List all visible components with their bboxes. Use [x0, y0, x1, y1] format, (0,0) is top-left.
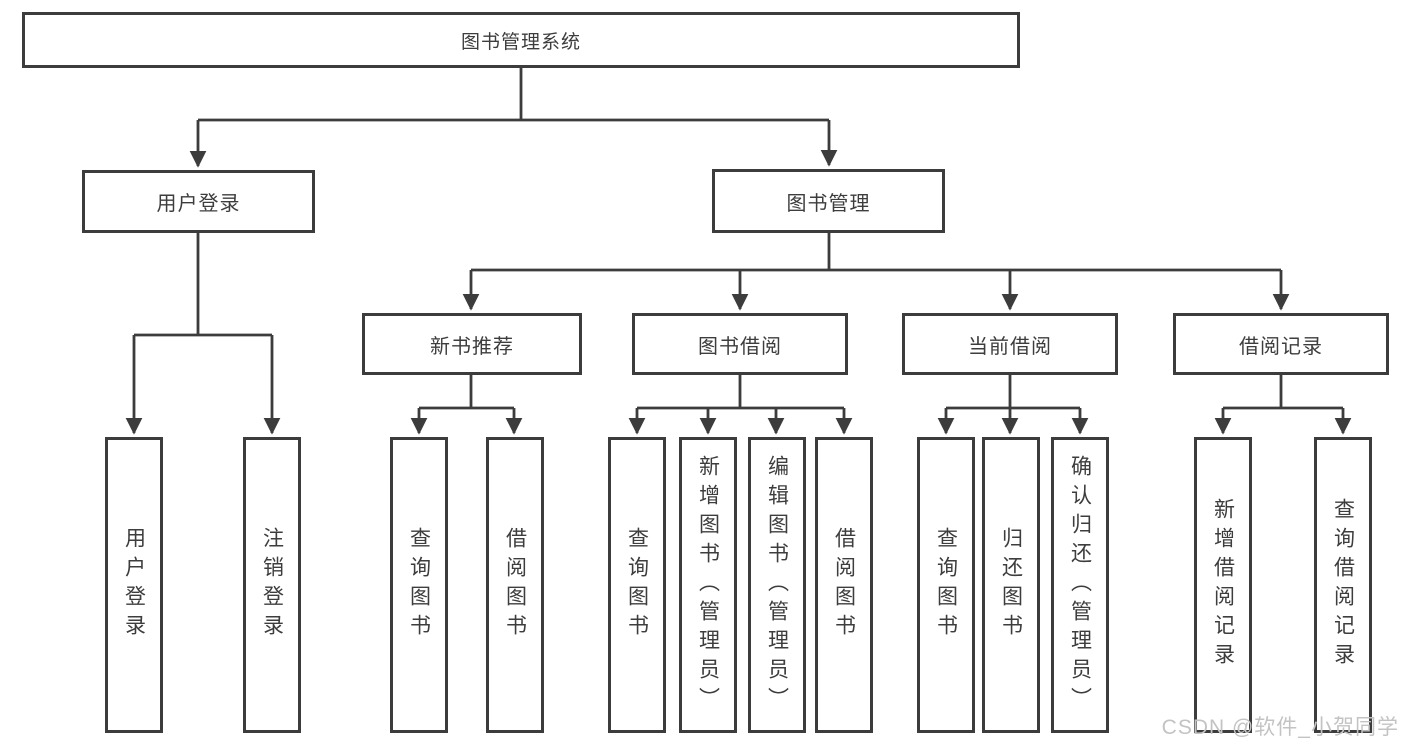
leaf-query-books-current: 查询图书 — [917, 437, 975, 733]
leaf-add-borrow-record: 新增借阅记录 — [1194, 437, 1252, 733]
leaf-logout-label: 注销登录 — [260, 527, 284, 643]
leaf-borrow-books-recommend-label: 借阅图书 — [503, 527, 527, 643]
leaf-return-books-label: 归还图书 — [999, 527, 1023, 643]
leaf-confirm-return-admin: 确认归还（管理员） — [1051, 437, 1109, 733]
leaf-confirm-return-admin-label: 确认归还（管理员） — [1068, 454, 1092, 716]
leaf-logout: 注销登录 — [243, 437, 301, 733]
leaf-query-books-borrowing-label: 查询图书 — [625, 527, 649, 643]
node-borrowing-records: 借阅记录 — [1173, 313, 1389, 375]
leaf-user-login-label: 用户登录 — [122, 527, 146, 643]
leaf-add-borrow-record-label: 新增借阅记录 — [1211, 498, 1235, 672]
node-new-book-recommend: 新书推荐 — [362, 313, 582, 375]
leaf-query-books-recommend-label: 查询图书 — [407, 527, 431, 643]
leaf-borrow-books-borrowing-label: 借阅图书 — [832, 527, 856, 643]
leaf-borrow-books-recommend: 借阅图书 — [486, 437, 544, 733]
leaf-add-book-admin-label: 新增图书（管理员） — [696, 454, 720, 716]
node-book-management: 图书管理 — [712, 169, 945, 233]
leaf-query-books-borrowing: 查询图书 — [608, 437, 666, 733]
leaf-query-borrow-record-label: 查询借阅记录 — [1331, 498, 1355, 672]
leaf-edit-book-admin: 编辑图书（管理员） — [748, 437, 806, 733]
leaf-borrow-books-borrowing: 借阅图书 — [815, 437, 873, 733]
leaf-user-login: 用户登录 — [105, 437, 163, 733]
leaf-query-books-current-label: 查询图书 — [934, 527, 958, 643]
node-user-login: 用户登录 — [82, 170, 315, 233]
leaf-query-borrow-record: 查询借阅记录 — [1314, 437, 1372, 733]
node-book-borrowing: 图书借阅 — [632, 313, 848, 375]
node-current-borrowing: 当前借阅 — [902, 313, 1118, 375]
leaf-add-book-admin: 新增图书（管理员） — [679, 437, 737, 733]
node-root: 图书管理系统 — [22, 12, 1020, 68]
leaf-edit-book-admin-label: 编辑图书（管理员） — [765, 454, 789, 716]
csdn-watermark: CSDN @软件_小贺同学 — [1161, 716, 1399, 739]
leaf-query-books-recommend: 查询图书 — [390, 437, 448, 733]
leaf-return-books: 归还图书 — [982, 437, 1040, 733]
